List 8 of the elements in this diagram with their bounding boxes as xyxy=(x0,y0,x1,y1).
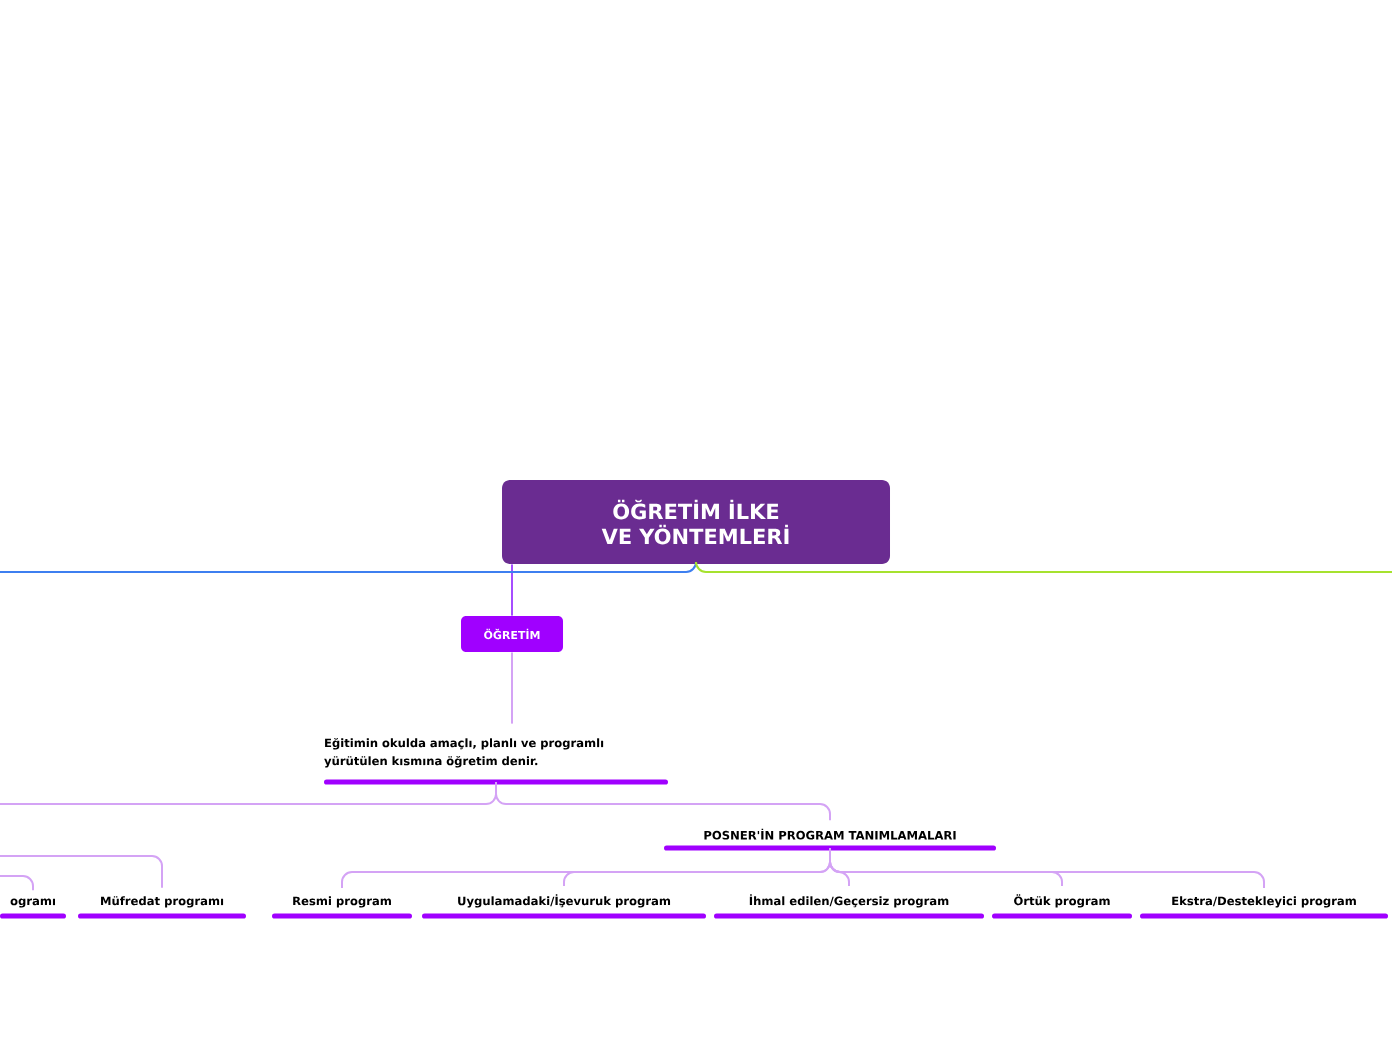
topic-box: ÖĞRETİM İLKE VE YÖNTEMLERİ xyxy=(502,480,890,564)
connector-line xyxy=(695,561,1392,573)
connector-line xyxy=(511,563,513,617)
connector-line xyxy=(0,781,497,805)
connector-line xyxy=(511,651,513,725)
connector-line xyxy=(0,855,163,889)
connector-line xyxy=(0,875,34,892)
connector-line xyxy=(0,561,697,573)
